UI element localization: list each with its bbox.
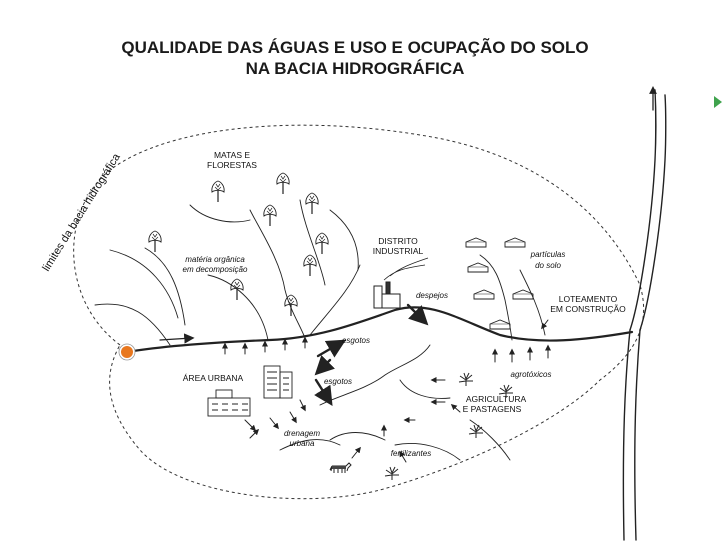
main-river-left (629, 89, 657, 331)
organic-label-1: matéria orgânica (185, 255, 245, 264)
tree-icon (303, 254, 317, 277)
river-marker-dot (121, 346, 133, 358)
plant-icon (458, 372, 474, 387)
tree-icon (305, 192, 319, 215)
discharge-arrow-icon (406, 303, 429, 326)
plant-icon (468, 424, 484, 439)
basin-boundary (73, 124, 645, 500)
forest (148, 172, 329, 317)
pesticides-label: agrotóxicos (511, 370, 552, 379)
basin-limit-label: limites da bacia hidrográfica (40, 151, 123, 274)
tree-icon (315, 232, 329, 255)
inflow-arrows (222, 319, 551, 363)
house-icon (465, 237, 487, 248)
main-river-right (639, 94, 667, 331)
house-icon (467, 262, 489, 273)
discharges-label: despejos (416, 291, 448, 300)
organic-label-2: em decomposição (183, 265, 248, 274)
crops (384, 372, 514, 481)
title-line-1: QUALIDADE DAS ÁGUAS E USO E OCUPAÇÃO DO … (121, 37, 588, 57)
urban-area-label: ÁREA URBANA (183, 373, 244, 383)
building-icon (207, 365, 293, 417)
drainage-arrows (244, 399, 306, 439)
sewage-label-2: esgotos (324, 377, 352, 386)
main-river-south-left (622, 329, 631, 541)
industrial-label-2: INDUSTRIAL (373, 246, 424, 256)
tree-icon (276, 172, 290, 195)
industrial-label-1: DISTRITO (378, 236, 418, 246)
houses (465, 237, 534, 330)
allotment-label-1: LOTEAMENTO (559, 294, 618, 304)
agriculture-label-2: E PASTAGENS (463, 404, 522, 414)
sewage-arrow-2-icon (314, 378, 333, 407)
forests-label-2: FLORESTAS (207, 160, 257, 170)
house-icon (473, 289, 495, 300)
main-river-south-right (634, 329, 641, 541)
main-stream (125, 306, 634, 354)
accent-arrow-icon (714, 96, 722, 108)
sewage-arrow-up-icon (314, 355, 335, 376)
fertilizers-label: fertilizantes (391, 449, 431, 458)
tree-icon (211, 180, 225, 203)
cow-icon (329, 462, 352, 474)
factory-icon (373, 257, 429, 309)
forests-label-1: MATAS E (214, 150, 250, 160)
plant-icon (384, 466, 400, 481)
house-icon (489, 319, 511, 330)
particles-label-2: do solo (535, 261, 561, 270)
flow-arrow-icon (159, 333, 195, 344)
particles-label-1: partículas (530, 250, 566, 259)
tree-icon (263, 204, 277, 227)
agriculture-label-1: AGRICULTURA (466, 394, 527, 404)
tree-icon (230, 278, 244, 301)
allotment-label-2: EM CONSTRUÇÃO (550, 304, 626, 314)
drainage-label-2: urbana (290, 439, 315, 448)
tree-icon (284, 294, 298, 317)
tree-icon (148, 230, 162, 253)
drainage-label-1: drenagem (284, 429, 320, 438)
sewage-arrow-icon (316, 339, 347, 358)
sewage-label-1: esgotos (342, 336, 370, 345)
agriculture-arrows (351, 377, 461, 463)
house-icon (504, 237, 526, 248)
title-line-2: NA BACIA HIDROGRÁFICA (246, 59, 465, 78)
